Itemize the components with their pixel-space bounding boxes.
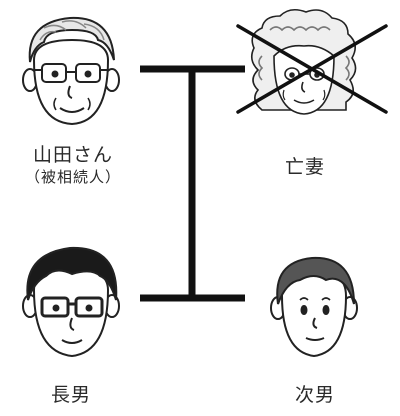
- wife-name-label: 亡妻: [284, 156, 325, 178]
- second-son-portrait: [270, 256, 358, 358]
- eldest-son-name-label: 長男: [50, 384, 91, 406]
- father-name-label: 山田さん: [32, 144, 113, 166]
- second-son-name-label: 次男: [294, 384, 335, 406]
- wife-portrait: [250, 8, 357, 115]
- father-portrait: [22, 16, 120, 126]
- deceased-cross-mark: [236, 24, 388, 114]
- father-note-label: （被相続人）: [24, 168, 121, 186]
- eldest-son-portrait: [22, 246, 120, 358]
- relationship-lines: [140, 65, 245, 302]
